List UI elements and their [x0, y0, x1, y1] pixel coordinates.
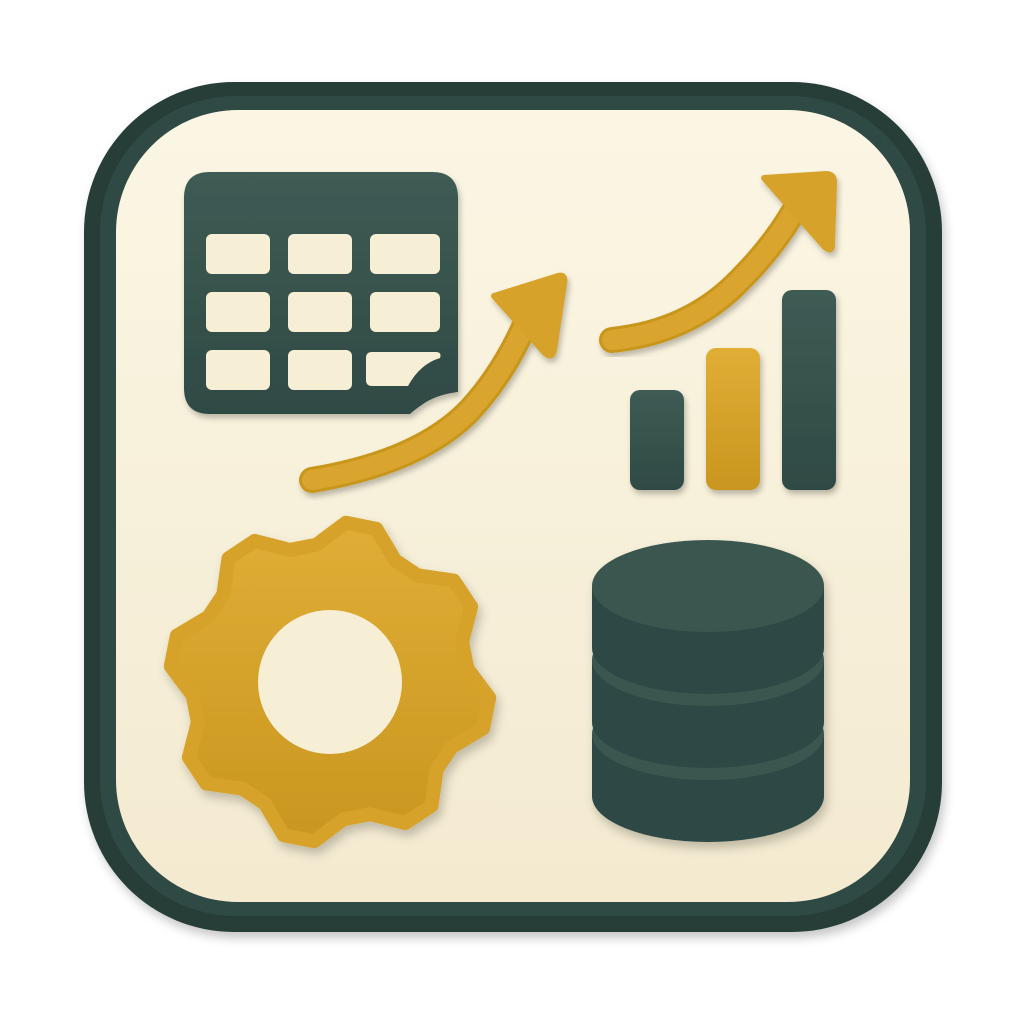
spreadsheet-cell	[206, 292, 270, 332]
spreadsheet-cells	[206, 234, 441, 390]
bar-chart-trend-arrow-icon	[599, 171, 837, 353]
database-icon	[592, 540, 824, 842]
bar-chart-icon	[599, 171, 837, 490]
gear-hole	[258, 610, 402, 754]
bar-chart-bar	[782, 290, 836, 490]
bar-chart-bar	[706, 348, 760, 490]
spreadsheet-cell	[370, 292, 440, 332]
database-disk	[592, 540, 824, 694]
gear-icon	[163, 515, 497, 849]
spreadsheet-cell	[366, 352, 441, 386]
spreadsheet-cell	[288, 234, 352, 274]
spreadsheet-cell	[288, 350, 352, 390]
spreadsheet-icon	[184, 172, 458, 414]
bar-chart-bar	[630, 390, 684, 490]
trend-arrow-icon	[299, 272, 568, 493]
spreadsheet-cell	[206, 234, 270, 274]
bar-chart-bars	[630, 290, 836, 490]
spreadsheet-cell	[206, 350, 270, 390]
spreadsheet-cell	[288, 292, 352, 332]
spreadsheet-cell	[370, 234, 440, 274]
